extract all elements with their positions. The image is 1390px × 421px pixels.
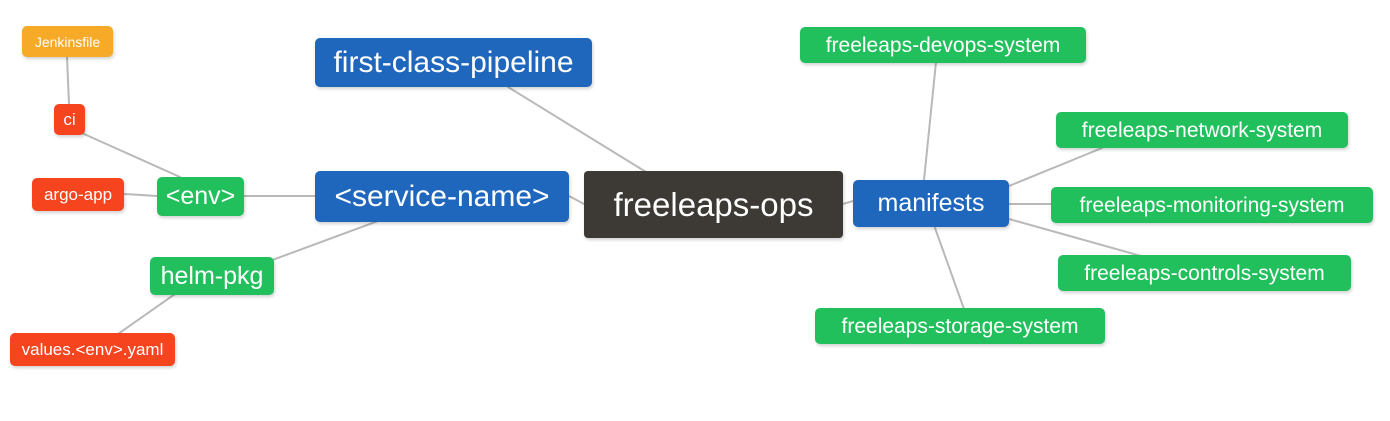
edge-manifests-controls-system xyxy=(1008,218,1142,257)
node-label: <service-name> xyxy=(334,179,550,213)
node-label: values.<env>.yaml xyxy=(21,340,164,359)
node-label: ci xyxy=(63,110,76,129)
node-helm-pkg[interactable]: helm-pkg xyxy=(150,257,274,295)
node-first-class-pipeline[interactable]: first-class-pipeline xyxy=(315,38,592,87)
node-network-system[interactable]: freeleaps-network-system xyxy=(1056,112,1348,148)
edge-env-argo-app xyxy=(123,193,158,197)
node-root-freeleaps-ops[interactable]: freeleaps-ops xyxy=(584,171,843,238)
node-controls-system[interactable]: freeleaps-controls-system xyxy=(1058,255,1351,291)
node-service-name[interactable]: <service-name> xyxy=(315,171,569,222)
node-argo-app[interactable]: argo-app xyxy=(32,178,124,211)
node-label: helm-pkg xyxy=(160,261,264,290)
node-ci[interactable]: ci xyxy=(54,104,85,135)
edge-manifests-devops-system xyxy=(923,61,937,181)
node-label: <env> xyxy=(165,182,236,210)
node-label: manifests xyxy=(877,189,985,217)
edge-env-ci xyxy=(83,133,181,178)
edge-manifests-storage-system xyxy=(934,227,965,310)
edge-root-service-name xyxy=(568,195,585,205)
edge-manifests-network-system xyxy=(1008,147,1103,187)
node-label: freeleaps-storage-system xyxy=(841,314,1079,338)
edge-root-first-class-pipeline xyxy=(507,86,647,173)
node-env[interactable]: <env> xyxy=(157,177,244,216)
node-label: freeleaps-monitoring-system xyxy=(1079,193,1345,217)
node-label: freeleaps-network-system xyxy=(1081,118,1323,142)
node-manifests[interactable]: manifests xyxy=(853,180,1009,227)
node-label: first-class-pipeline xyxy=(333,45,574,79)
node-devops-system[interactable]: freeleaps-devops-system xyxy=(800,27,1086,63)
node-label: argo-app xyxy=(43,185,113,204)
edge-root-manifests xyxy=(842,200,854,205)
node-monitoring-system[interactable]: freeleaps-monitoring-system xyxy=(1051,187,1373,223)
node-storage-system[interactable]: freeleaps-storage-system xyxy=(815,308,1105,344)
edge-ci-jenkinsfile xyxy=(66,56,70,105)
node-label: freeleaps-devops-system xyxy=(825,33,1061,57)
node-jenkinsfile[interactable]: Jenkinsfile xyxy=(22,26,113,57)
node-label: Jenkinsfile xyxy=(34,33,101,50)
node-label: freeleaps-controls-system xyxy=(1084,261,1325,285)
node-values-yaml[interactable]: values.<env>.yaml xyxy=(10,333,175,366)
node-label: freeleaps-ops xyxy=(613,186,814,223)
edge-helm-pkg-values-yaml xyxy=(117,293,176,335)
